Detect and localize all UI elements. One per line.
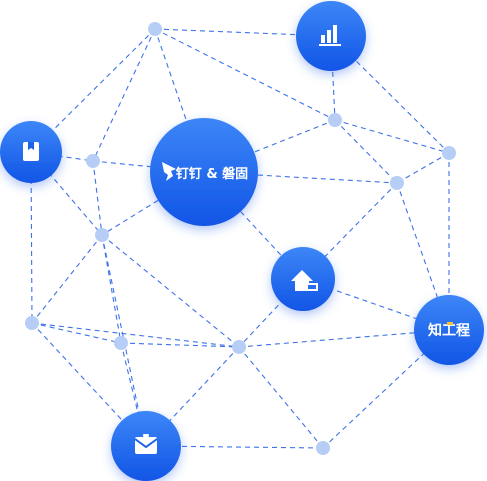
- junction-dot: [442, 146, 456, 160]
- junction-dot: [390, 176, 404, 190]
- edge: [101, 234, 122, 344]
- briefcase-icon: [134, 434, 158, 454]
- junction-dot: [328, 113, 342, 127]
- node-brand[interactable]: [414, 295, 484, 365]
- dingtalk-logo-icon: [162, 162, 176, 181]
- bookmark-book-icon: [23, 142, 39, 161]
- junctions: [25, 22, 456, 455]
- junction-dot: [25, 316, 39, 330]
- edge: [145, 346, 240, 447]
- edges: [30, 28, 450, 449]
- junction-dot: [95, 228, 109, 242]
- brand-accent-mark: [447, 322, 453, 325]
- brand-label: 知工程: [428, 322, 470, 339]
- junction-dot: [114, 336, 128, 350]
- edge: [31, 322, 122, 344]
- edge: [334, 119, 398, 184]
- junction-dot: [232, 340, 246, 354]
- edge: [154, 28, 336, 121]
- node-hub[interactable]: [150, 118, 258, 226]
- edge: [92, 28, 156, 162]
- edge: [334, 119, 450, 154]
- edge: [396, 152, 450, 184]
- edge: [120, 342, 240, 348]
- edge: [31, 322, 240, 348]
- edge: [101, 234, 240, 348]
- edge: [238, 346, 324, 449]
- edge: [238, 278, 304, 348]
- junction-dot: [86, 154, 100, 168]
- house-icon: [291, 270, 318, 291]
- edge: [238, 329, 450, 348]
- junction-dot: [148, 22, 162, 36]
- edge: [322, 329, 450, 449]
- junction-dot: [316, 441, 330, 455]
- hub-label: 钉钉 & 磐固: [176, 166, 248, 182]
- edge: [154, 28, 205, 173]
- edge: [92, 160, 103, 236]
- bar-chart-icon: [319, 25, 341, 46]
- edge: [31, 234, 103, 324]
